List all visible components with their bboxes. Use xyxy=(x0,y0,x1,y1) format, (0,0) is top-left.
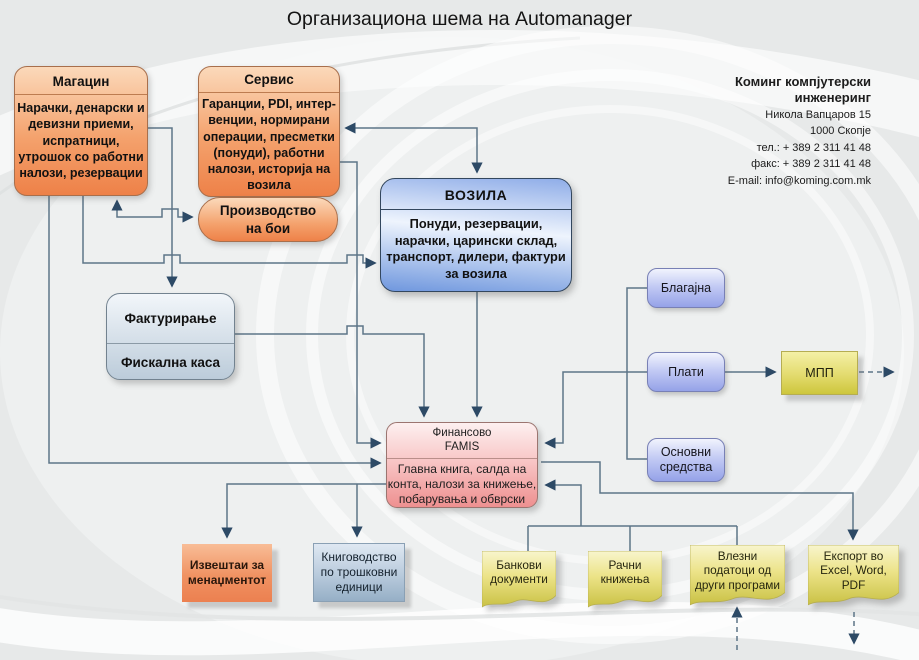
company-email: E-mail: info@koming.com.mk xyxy=(727,174,871,187)
node-blagajna: Благајна xyxy=(647,268,725,308)
company-address-city: 1000 Скопје xyxy=(809,125,871,137)
company-name: Коминг компјутерски инженеринг xyxy=(734,74,871,106)
connector-servis-vozila-bidirectional xyxy=(344,122,483,174)
node-blagajna-label: Благајна xyxy=(660,280,712,295)
connector-finansovo-to-izvestai xyxy=(221,483,386,539)
node-fiskalna-kasa-label: Фискална каса xyxy=(120,354,221,370)
node-vozila: ВОЗИЛА Понуди, резервации, нарачки, цари… xyxy=(380,178,572,292)
connector-plati-group-to-finansovo xyxy=(544,371,647,449)
node-plati: Плати xyxy=(647,352,725,392)
company-info-block: Коминг компјутерски инженеринг Никола Ва… xyxy=(611,74,871,189)
node-knigovodstvo: Книговодство по трошковни единици xyxy=(313,543,405,602)
connector-fakturiranje-to-finansovo xyxy=(235,325,430,418)
node-bankovi-label: Банкови документи xyxy=(490,558,548,587)
document-shape-icon xyxy=(690,545,785,606)
node-osnovni-sredstva: Основни средства xyxy=(647,438,725,482)
node-racni-label: Рачни книжења xyxy=(600,558,650,587)
connector-magacin-to-vozila xyxy=(82,196,377,269)
node-racni-knizenja: Рачни книжења xyxy=(588,551,662,609)
node-mpp: МПП xyxy=(781,351,858,395)
node-izvestai: Извештаи за менаџментот xyxy=(182,544,272,602)
node-vozila-title: ВОЗИЛА xyxy=(381,179,571,210)
node-vlezni-podatoci: Влезни податоци од други програми xyxy=(690,545,785,607)
node-servis-body: Гаранции, PDI, интер- венции, нормирани … xyxy=(202,97,336,193)
node-proizvodstvo-na-boi: Производство на бои xyxy=(198,197,338,242)
node-servis-title: Сервис xyxy=(199,67,339,93)
connector-docs-to-finansovo xyxy=(544,479,582,526)
node-magacin-body: Нарачки, денарски и девизни приеми, испр… xyxy=(17,101,145,180)
node-finansovo-title: Финансово FAMIS xyxy=(387,423,537,459)
connector-magacin-to-fakturiranje xyxy=(148,127,178,288)
document-shape-icon xyxy=(588,551,662,608)
connector-magacin-proizvodstvo-bidirectional xyxy=(111,199,194,223)
connector-magacin-to-finansovo xyxy=(48,196,382,469)
node-magacin-title: Магацин xyxy=(15,67,147,95)
node-magacin: Магацин Нарачки, денарски и девизни прие… xyxy=(14,66,148,196)
node-vozila-body: Понуди, резервации, нарачки, царински ск… xyxy=(386,216,566,281)
node-finansovo-body: Главна книга, салда на конта, налози за … xyxy=(387,461,537,506)
node-eksport: Експорт во Excel, Word, PDF xyxy=(808,545,899,607)
document-shape-icon xyxy=(808,545,899,606)
node-knigovodstvo-label: Книговодство по трошковни единици xyxy=(320,550,398,594)
company-phone: тел.: + 389 2 311 41 48 xyxy=(756,141,871,154)
node-plati-label: Плати xyxy=(668,364,704,379)
node-osnovni-sredstva-label: Основни средства xyxy=(659,445,713,474)
node-proizvodstvo-label: Производство на бои xyxy=(219,203,317,236)
node-finansovo-famis: Финансово FAMIS Главна книга, салда на к… xyxy=(386,422,538,508)
node-izvestai-label: Извештаи за менаџментот xyxy=(187,558,267,587)
connector-servis-to-finansovo xyxy=(340,161,382,449)
company-fax: факс: + 389 2 311 41 48 xyxy=(751,158,871,170)
connector-bracket-blagajna-plati-osnovni xyxy=(626,287,647,460)
document-shape-icon xyxy=(482,551,556,608)
diagram-title: Организациона шема на Automanager xyxy=(286,8,633,30)
node-bankovi-dokumenti: Банкови документи xyxy=(482,551,556,609)
node-vlezni-label: Влезни податоци од други програми xyxy=(694,549,780,592)
node-servis: Сервис Гаранции, PDI, интер- венции, нор… xyxy=(198,66,340,197)
node-fakturiranje-title: Фактурирање xyxy=(107,294,234,344)
node-eksport-label: Експорт во Excel, Word, PDF xyxy=(820,549,887,592)
node-fakturiranje: Фактурирање Фискална каса xyxy=(106,293,235,380)
company-address-street: Никола Вапцаров 15 xyxy=(765,108,871,121)
connector-finansovo-to-eksport xyxy=(541,461,859,541)
node-mpp-label: МПП xyxy=(805,366,834,380)
